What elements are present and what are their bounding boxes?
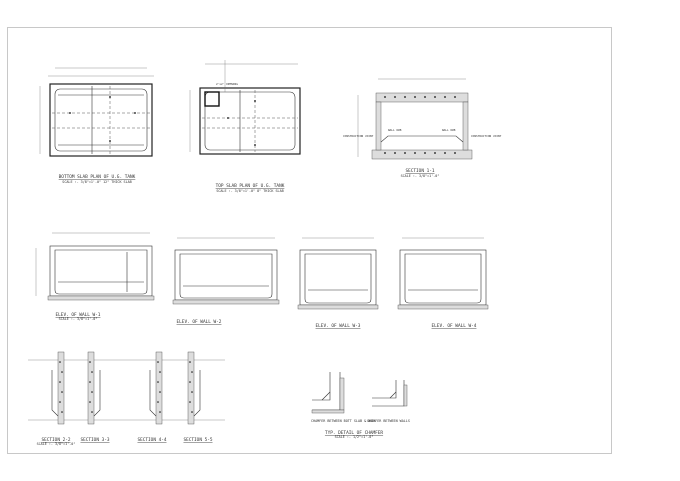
section-1-1: CONSTRUCTION JOINT CONSTRUCTION JOINT WA… — [343, 78, 502, 178]
top-slab-scale: SCALE :- 3/8"=1'-0" 8" THICK SLAB — [216, 189, 283, 193]
chamfer-right-title: CHAMFER BETWEEN WALLS — [367, 419, 410, 423]
wall-sections: SECTION 2-2 SCALE :- 3/8"=1'-0" SECTION … — [28, 351, 225, 446]
section-4-4 — [149, 351, 163, 425]
manhole-opening — [204, 91, 220, 107]
elevation-w1-scale: SCALE :- 3/8"=1'-0" — [59, 317, 98, 321]
top-slab-title: TOP SLAB PLAN OF U.G. TANK — [216, 183, 285, 189]
elevation-w1-title: ELEV. OF WALL W-1 — [56, 312, 101, 318]
chamfer-left-title: CHAMFER BETWEEN BOTT SLAB & WALL — [311, 419, 376, 423]
section-1-scale: SCALE :- 3/8"=1'-0" — [401, 174, 440, 178]
section-2-scale: SCALE :- 3/8"=1'-0" — [37, 442, 76, 446]
section-5-title: SECTION 5-5 — [183, 437, 212, 443]
wall-label-right: WALL 6#8 — [442, 128, 456, 132]
chamfer-detail-title: TYP. DETAIL OF CHAMFER — [325, 430, 384, 436]
construction-joint-left: CONSTRUCTION JOINT — [343, 134, 374, 138]
elevation-wall-w3: ELEV. OF WALL W-3 — [297, 237, 379, 329]
bottom-slab-scale: SCALE :- 3/8"=1'-0" 12" THICK SLAB — [62, 180, 131, 184]
construction-joint-right: CONSTRUCTION JOINT — [471, 134, 502, 138]
wall-label-left: WALL 6#8 — [388, 128, 402, 132]
section-2-title: SECTION 2-2 — [41, 437, 70, 443]
elevation-w3-title: ELEV. OF WALL W-3 — [316, 323, 361, 329]
elevation-wall-w4: ELEV. OF WALL W-4 — [397, 237, 489, 329]
bottom-slab-plan: BOTTOM SLAB PLAN OF U.G. TANK SCALE :- 3… — [39, 67, 154, 184]
top-slab-plan: 2'x2' OPENING TOP SLAB PLAN OF U.G. TANK… — [189, 60, 301, 193]
chamfer-details: CHAMFER BETWEEN BOTT SLAB & WALL CHAMFER… — [311, 372, 410, 439]
elevation-wall-w2: ELEV. OF WALL W-2 — [172, 237, 280, 325]
section-3-3 — [87, 351, 101, 425]
section-1-title: SECTION 1-1 — [405, 168, 434, 174]
section-5-5 — [187, 351, 201, 425]
bottom-slab-title: BOTTOM SLAB PLAN OF U.G. TANK — [59, 174, 136, 180]
elevation-w4-title: ELEV. OF WALL W-4 — [432, 323, 477, 329]
section-3-title: SECTION 3-3 — [80, 437, 109, 443]
section-2-2 — [51, 351, 65, 425]
opening-label: 2'x2' OPENING — [216, 82, 238, 86]
section-4-title: SECTION 4-4 — [137, 437, 166, 443]
chamfer-detail-scale: SCALE :- 1/2"=1'-0" — [335, 435, 374, 439]
sheet-border — [7, 27, 612, 454]
elevation-wall-w1: ELEV. OF WALL W-1 SCALE :- 3/8"=1'-0" — [35, 232, 155, 321]
elevation-w2-title: ELEV. OF WALL W-2 — [177, 319, 222, 325]
